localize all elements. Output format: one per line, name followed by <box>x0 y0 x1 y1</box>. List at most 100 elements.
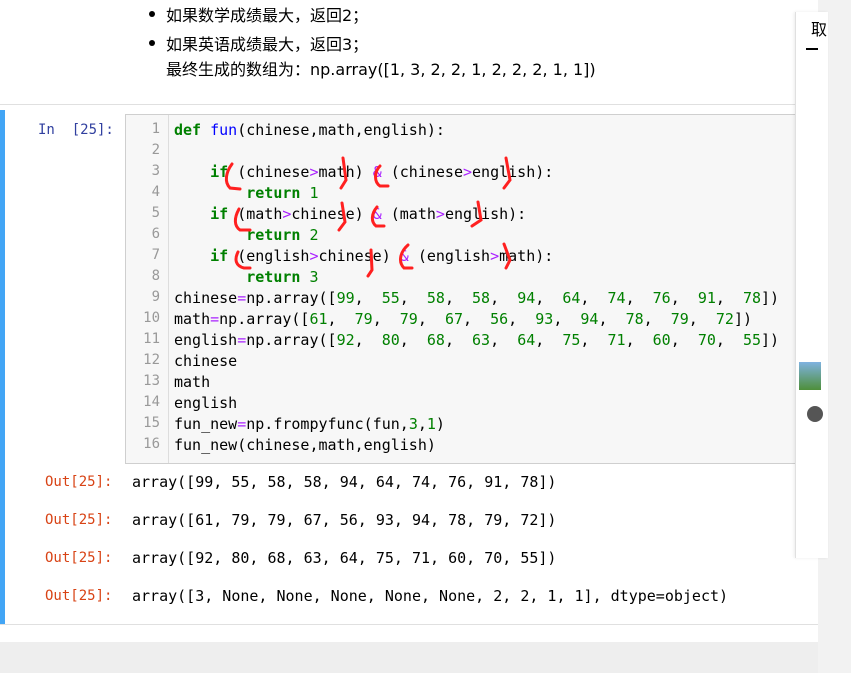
code-token: (chinese,math,english): <box>237 121 445 139</box>
code-token: , <box>463 310 491 328</box>
code-token: , <box>444 289 473 307</box>
code-line[interactable]: chinese=np.array([99, 55, 58, 58, 94, 64… <box>174 289 779 307</box>
code-token: ) <box>435 415 445 433</box>
line-number: 5 <box>151 205 160 221</box>
code-token: , <box>508 310 536 328</box>
code-token: 55 <box>381 289 400 307</box>
code-token: 1 <box>426 415 436 433</box>
line-number: 2 <box>151 142 160 158</box>
side-panel-label[interactable]: 取 <box>811 20 828 39</box>
code-token: 64 <box>562 289 581 307</box>
code-line[interactable]: return 1 <box>174 184 318 202</box>
code-token: if <box>210 247 229 265</box>
code-token: return <box>246 226 310 244</box>
code-token: def <box>174 121 211 139</box>
code-line[interactable]: fun_new=np.frompyfunc(fun,3,1) <box>174 415 445 433</box>
line-number: 12 <box>143 352 160 368</box>
code-token: , <box>553 310 581 328</box>
active-cell-indicator <box>0 110 5 624</box>
output-text: array([99, 55, 58, 58, 94, 64, 74, 76, 9… <box>132 473 557 491</box>
code-token: , <box>670 289 698 307</box>
cell-bottom-divider <box>0 624 818 625</box>
code-line[interactable]: if (english>chinese) & (english>math): <box>174 247 553 265</box>
code-token: , <box>535 289 563 307</box>
code-line[interactable]: chinese <box>174 352 237 370</box>
code-token: , <box>399 331 427 349</box>
code-line[interactable]: return 3 <box>174 268 318 286</box>
code-token <box>174 163 210 181</box>
code-token: chinese <box>174 352 238 370</box>
line-number: 14 <box>143 394 160 410</box>
code-token <box>174 205 210 223</box>
code-line[interactable]: math=np.array([61, 79, 79, 67, 56, 93, 9… <box>174 310 752 328</box>
code-token: > <box>463 163 473 181</box>
code-token: math): <box>499 247 554 265</box>
code-token: , <box>535 331 563 349</box>
code-token: , <box>490 331 518 349</box>
line-number: 16 <box>143 436 160 452</box>
code-token: return <box>246 268 310 286</box>
code-line[interactable]: if (math>chinese) & (math>english): <box>174 205 526 223</box>
code-token: math) <box>318 163 373 181</box>
code-token: (chinese <box>228 163 310 181</box>
code-token: , <box>354 331 382 349</box>
code-token: , <box>327 310 355 328</box>
code-token: 68 <box>426 331 445 349</box>
code-token: english <box>174 331 238 349</box>
code-line[interactable]: if (chinese>math) & (chinese>english): <box>174 163 553 181</box>
code-token: 55 <box>742 331 762 349</box>
code-token: chinese) <box>318 247 400 265</box>
code-token: > <box>309 163 319 181</box>
code-token: if <box>210 163 229 181</box>
code-token: > <box>435 205 445 223</box>
code-token: 2 <box>309 226 319 244</box>
code-token: 75 <box>562 331 581 349</box>
code-token: 99 <box>336 289 355 307</box>
code-token: 91 <box>697 289 716 307</box>
code-token: = <box>237 415 247 433</box>
code-token: 78 <box>625 310 644 328</box>
code-line[interactable]: english <box>174 394 237 412</box>
output-prompt: Out[25]: <box>45 550 113 566</box>
output-prompt: Out[25]: <box>45 512 113 528</box>
markdown-result-line: 最终生成的数组为：np.array([1, 3, 2, 2, 1, 2, 2, … <box>166 60 596 79</box>
code-token <box>174 268 246 286</box>
code-token: , <box>372 310 400 328</box>
code-line[interactable]: def fun(chinese,math,english): <box>174 121 445 139</box>
code-token: , <box>670 331 698 349</box>
code-token: if <box>210 205 229 223</box>
code-token: (math <box>228 205 283 223</box>
markdown-cell[interactable]: 如果数学成绩最大，返回2； 如果英语成绩最大，返回3； 最终生成的数组为：np.… <box>0 0 818 104</box>
code-token <box>174 226 246 244</box>
code-token: 58 <box>472 289 491 307</box>
code-token: , <box>417 415 427 433</box>
code-line[interactable]: english=np.array([92, 80, 68, 63, 64, 75… <box>174 331 779 349</box>
floating-side-panel[interactable]: 取 <box>795 12 828 558</box>
avatar-icon[interactable] <box>799 362 821 390</box>
code-line[interactable]: return 2 <box>174 226 319 244</box>
code-token: 71 <box>607 331 626 349</box>
code-token: 93 <box>535 310 554 328</box>
code-token: 56 <box>490 310 509 328</box>
feedback-icon[interactable] <box>807 406 823 422</box>
code-token: english): <box>472 163 554 181</box>
code-line[interactable]: math <box>174 373 210 391</box>
code-token: > <box>490 247 500 265</box>
code-token: , <box>580 289 608 307</box>
code-token: 58 <box>426 289 445 307</box>
code-token: = <box>237 331 247 349</box>
line-number: 8 <box>151 268 160 284</box>
code-token: fun_new <box>174 415 238 433</box>
line-number: 3 <box>151 163 160 179</box>
code-token: chinese) <box>291 205 373 223</box>
line-number: 13 <box>143 373 160 389</box>
line-number: 4 <box>151 184 160 200</box>
bullet-2 <box>149 40 155 46</box>
code-line[interactable]: fun_new(chinese,math,english) <box>174 436 436 454</box>
output-text: array([92, 80, 68, 63, 64, 75, 71, 60, 7… <box>132 549 557 567</box>
markdown-bullet-2: 如果英语成绩最大，返回3； <box>166 35 369 54</box>
code-token <box>174 247 210 265</box>
